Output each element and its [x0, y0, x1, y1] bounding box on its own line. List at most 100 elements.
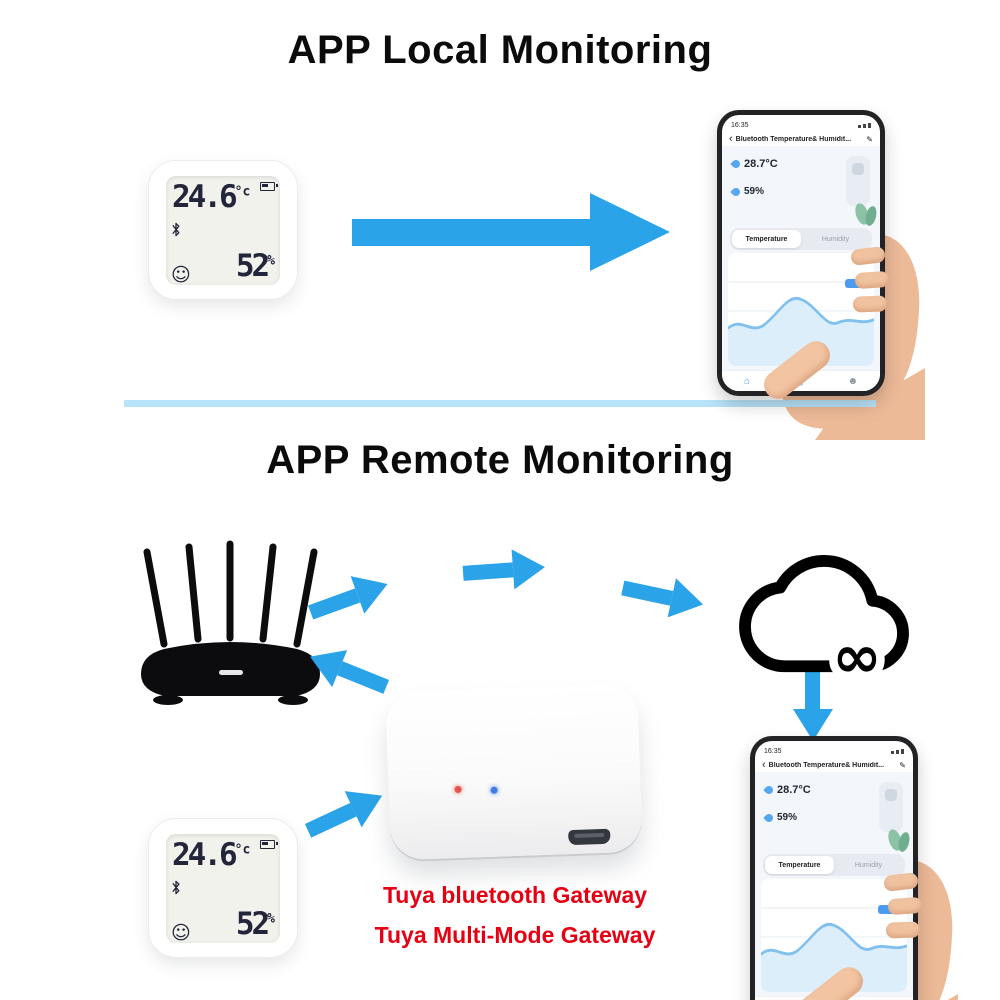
app-temperature-value: 28.7°C [744, 158, 778, 170]
battery-icon [260, 182, 278, 191]
thermo-hygrometer-device: 24.6°c ☺ 52% [148, 160, 298, 300]
tab-bar: Temperature Humidity [730, 228, 872, 250]
temperature-number: 24.6 [172, 179, 238, 215]
device-widget [879, 782, 903, 832]
app-humidity-value: 59% [777, 812, 798, 823]
status-icons [891, 748, 904, 754]
gateway-led-red [454, 785, 462, 794]
flow-arrow-sensor-to-gateway [299, 777, 391, 849]
edit-icon: ✎ [899, 761, 906, 770]
edit-icon: ✎ [866, 135, 873, 144]
flow-arrow-to-cloud [619, 568, 708, 625]
app-header: ‹ Bluetooth Temperature& Humidit... ✎ [755, 758, 913, 773]
finger [887, 896, 923, 916]
humidity-value: 52% [236, 906, 275, 942]
arrow-head [344, 777, 391, 828]
gateway-caption-line2: Tuya Multi-Mode Gateway [374, 922, 656, 948]
back-icon: ‹ [729, 133, 733, 145]
thermo-hygrometer-device: 24.6°c ☺ 52% [148, 818, 298, 958]
battery-status-icon [901, 748, 904, 754]
app-title: Bluetooth Temperature& Humidit... [768, 762, 885, 769]
cloud-icon: ∞ ∞ [739, 554, 909, 686]
arrow-head [350, 565, 395, 614]
app-body: 28.7°C 59% Temperature Humidity [722, 146, 880, 371]
phone-in-hand: 16:35 ‹ Bluetooth Temperature& Humidit..… [695, 100, 925, 440]
humidity-number: 52 [235, 248, 270, 284]
phone-screen: 16:35 ‹ Bluetooth Temperature& Humidit..… [755, 741, 913, 1000]
humidity-reading: 59% [763, 811, 798, 824]
humidity-value: 52% [236, 248, 275, 284]
arrow-shaft [336, 661, 389, 695]
bluetooth-icon [172, 880, 180, 895]
arrow-shaft [621, 580, 674, 606]
temperature-reading: 28.7°C [730, 158, 778, 170]
app-temperature-value: 28.7°C [777, 784, 811, 796]
temperature-number: 24.6 [172, 837, 238, 873]
arrow-head [667, 578, 708, 625]
finger [885, 921, 921, 939]
signal-icon [891, 750, 894, 754]
chart-tooltip [845, 279, 862, 288]
temperature-unit: °c [234, 842, 251, 858]
humidity-reading: 59% [730, 185, 765, 198]
status-time: 16:35 [764, 747, 782, 755]
wifi-icon [896, 749, 899, 754]
temperature-unit: °c [234, 184, 251, 200]
temperature-value: 24.6°c [172, 179, 250, 215]
chart-tooltip [878, 905, 895, 914]
battery-status-icon [868, 122, 871, 128]
comfort-smiley-icon: ☺ [171, 264, 191, 286]
arrow-head [511, 547, 547, 590]
arrow-shaft [304, 802, 357, 838]
droplet-icon [730, 158, 742, 170]
flow-arrow-sensor-to-phone [352, 192, 670, 272]
plant-decoration [888, 829, 910, 852]
wifi-router [141, 540, 320, 705]
droplet-icon [730, 185, 742, 198]
arrow-shaft [352, 218, 590, 246]
comfort-smiley-icon: ☺ [171, 922, 191, 944]
app-header: ‹ Bluetooth Temperature& Humidit... ✎ [722, 132, 880, 147]
local-section-title: APP Local Monitoring [287, 28, 713, 72]
tab-humidity: Humidity [821, 235, 850, 243]
signal-icon [858, 124, 861, 128]
home-icon: ⌂ [743, 375, 751, 387]
usb-port [568, 828, 611, 846]
gateway-caption-line1: Tuya bluetooth Gateway [382, 882, 648, 908]
wifi-icon [863, 123, 866, 128]
humidity-unit: % [267, 911, 275, 927]
app-humidity-value: 59% [744, 186, 765, 197]
tab-bar: Temperature Humidity [763, 854, 905, 876]
humidity-number: 52 [235, 906, 270, 942]
history-chart [728, 253, 874, 366]
section-divider [124, 400, 876, 407]
phone-in-hand: 16:35 ‹ Bluetooth Temperature& Humidit..… [728, 726, 958, 1000]
gateway-led-blue [490, 786, 498, 794]
temperature-reading: 28.7°C [763, 784, 811, 796]
droplet-icon [763, 811, 775, 824]
status-icons [858, 122, 871, 128]
tab-humidity: Humidity [854, 861, 883, 869]
infinity-icon: ∞ [832, 622, 881, 686]
status-time: 16:35 [731, 121, 749, 129]
status-bar: 16:35 [755, 741, 913, 758]
history-chart [761, 879, 907, 992]
lcd-display: 24.6°c ☺ 52% [166, 176, 280, 285]
phone-screen: 16:35 ‹ Bluetooth Temperature& Humidit..… [722, 115, 880, 391]
finger [852, 295, 888, 313]
flow-arrow-middle [462, 547, 547, 593]
app-body: 28.7°C 59% Temperature Humidity [755, 772, 913, 997]
gateway-device [385, 683, 643, 861]
droplet-icon [763, 784, 775, 796]
arrow-shaft [462, 561, 514, 581]
tab-temperature: Temperature [732, 230, 801, 248]
chart-svg [728, 281, 874, 366]
lcd-display: 24.6°c ☺ 52% [166, 834, 280, 943]
chart-svg [761, 907, 907, 992]
remote-section-title: APP Remote Monitoring [266, 438, 734, 482]
arrow-head [590, 193, 670, 271]
back-icon: ‹ [762, 759, 766, 771]
finger [854, 270, 890, 290]
battery-icon [260, 840, 278, 849]
